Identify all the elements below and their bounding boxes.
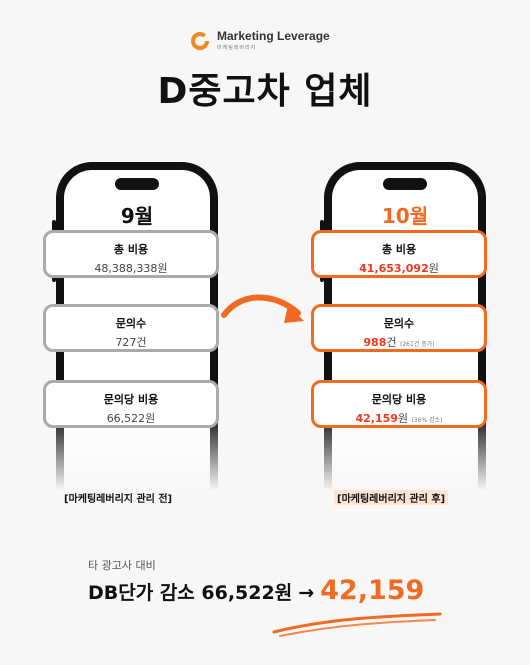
card-unit: 원 [428, 262, 439, 275]
card-value: 48,388,338원 [94, 262, 168, 275]
card-note: (36% 감소) [411, 417, 443, 424]
brand-ring-icon [191, 31, 209, 50]
month-after: 10월 [381, 204, 429, 228]
card-label: 문의당 비용 [371, 393, 427, 406]
arrow-right-icon: → [298, 582, 315, 604]
card-unit: 원 [397, 412, 409, 425]
card-value: 66,522원 [106, 412, 156, 425]
card-number: 42,159 [355, 412, 398, 425]
month-before: 9월 [120, 204, 154, 228]
phone-notch [115, 178, 159, 190]
card-note: (261건 증가) [399, 341, 435, 348]
phone-fade [52, 414, 222, 504]
card-cost-per-inquiry-after: 문의당 비용 42,159원 (36% 감소) [311, 380, 487, 428]
card-label: 문의당 비용 [103, 393, 159, 406]
card-value: 727건 [115, 336, 147, 349]
card-number: 988 [363, 336, 387, 349]
brand-sub: 마케팅레버리지 [217, 45, 257, 51]
caption-after: [마케팅레버리지 관리 후] [334, 490, 449, 505]
phone-fade [320, 414, 490, 504]
card-inquiries-before: 문의수 727건 [43, 304, 219, 352]
card-inquiries-after: 문의수 988건 (261건 증가) [311, 304, 487, 352]
card-label: 총 비용 [381, 243, 417, 256]
card-label: 문의수 [383, 317, 415, 330]
brush-underline-icon [272, 612, 442, 637]
brand-name: Marketing Leverage [217, 29, 330, 43]
caption-before: [마케팅레버리지 관리 전] [64, 494, 173, 505]
curved-arrow-icon [221, 294, 304, 323]
summary-text: DB단가 감소 66,522원 [88, 582, 293, 604]
summary-headline: DB단가 감소 66,522원 → 42,159 [88, 575, 424, 606]
brand-logo: Marketing Leverage 마케팅레버리지 [190, 30, 330, 51]
summary-big-number: 42,159 [320, 575, 425, 606]
phone-notch [383, 178, 427, 190]
card-label: 문의수 [115, 317, 147, 330]
page-title: D중고차 업체 [157, 71, 373, 112]
card-unit: 건 [386, 336, 397, 349]
card-total-cost-after: 총 비용 41,653,092원 [311, 230, 487, 278]
card-label: 총 비용 [113, 243, 149, 256]
card-total-cost-before: 총 비용 48,388,338원 [43, 230, 219, 278]
card-number: 41,653,092 [359, 262, 429, 275]
summary-subtitle: 타 광고사 대비 [88, 559, 156, 572]
card-cost-per-inquiry-before: 문의당 비용 66,522원 [43, 380, 219, 428]
